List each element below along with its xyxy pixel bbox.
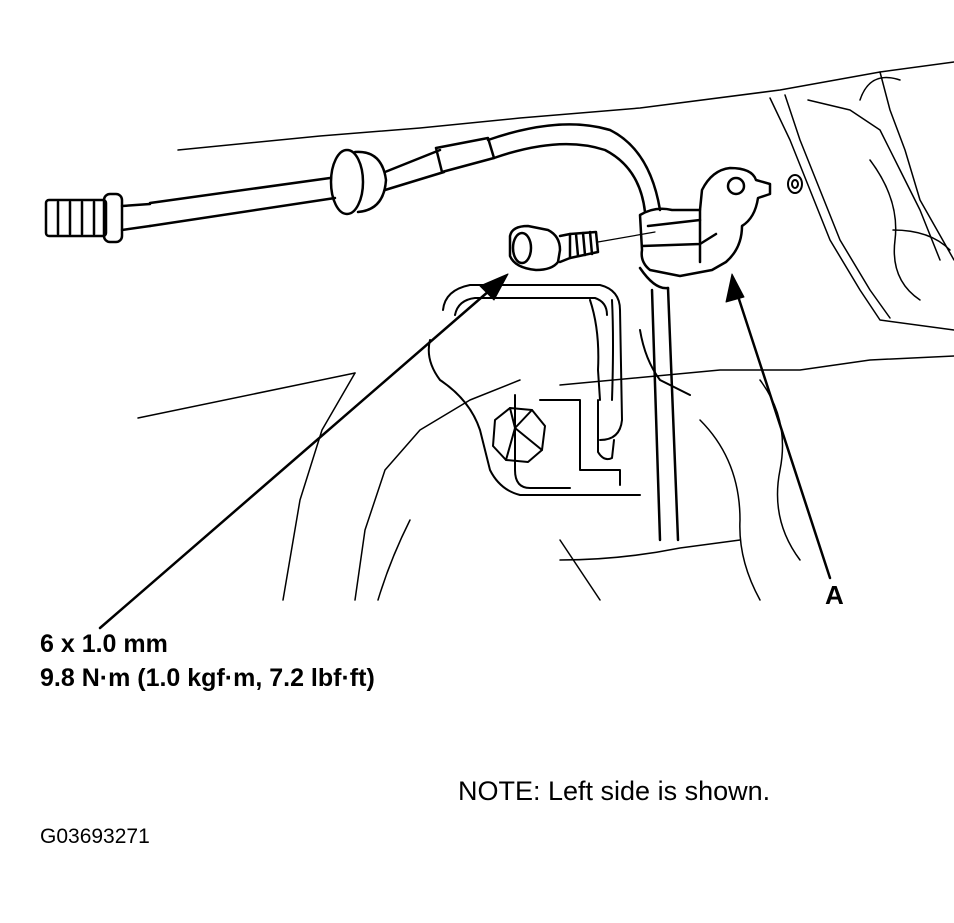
- bracket-leader-line: [725, 273, 832, 580]
- sensor-harness: [44, 123, 680, 542]
- note-text: NOTE: Left side is shown.: [458, 776, 771, 806]
- fastener-size-label: 6 x 1.0 mm: [40, 630, 168, 658]
- washer: [787, 174, 803, 194]
- flange-bolt: [508, 224, 656, 272]
- hub-nut: [492, 407, 546, 463]
- bolt-leader-line: [98, 273, 509, 630]
- sensor-bracket: [638, 166, 772, 290]
- body-panel-lines: [137, 61, 954, 601]
- torque-spec-label: 9.8 N·m (1.0 kgf·m, 7.2 lbf·ft): [40, 664, 375, 692]
- figure-id: G03693271: [40, 825, 150, 848]
- knuckle-outline: [427, 284, 691, 496]
- callout-a-label: A: [825, 580, 844, 610]
